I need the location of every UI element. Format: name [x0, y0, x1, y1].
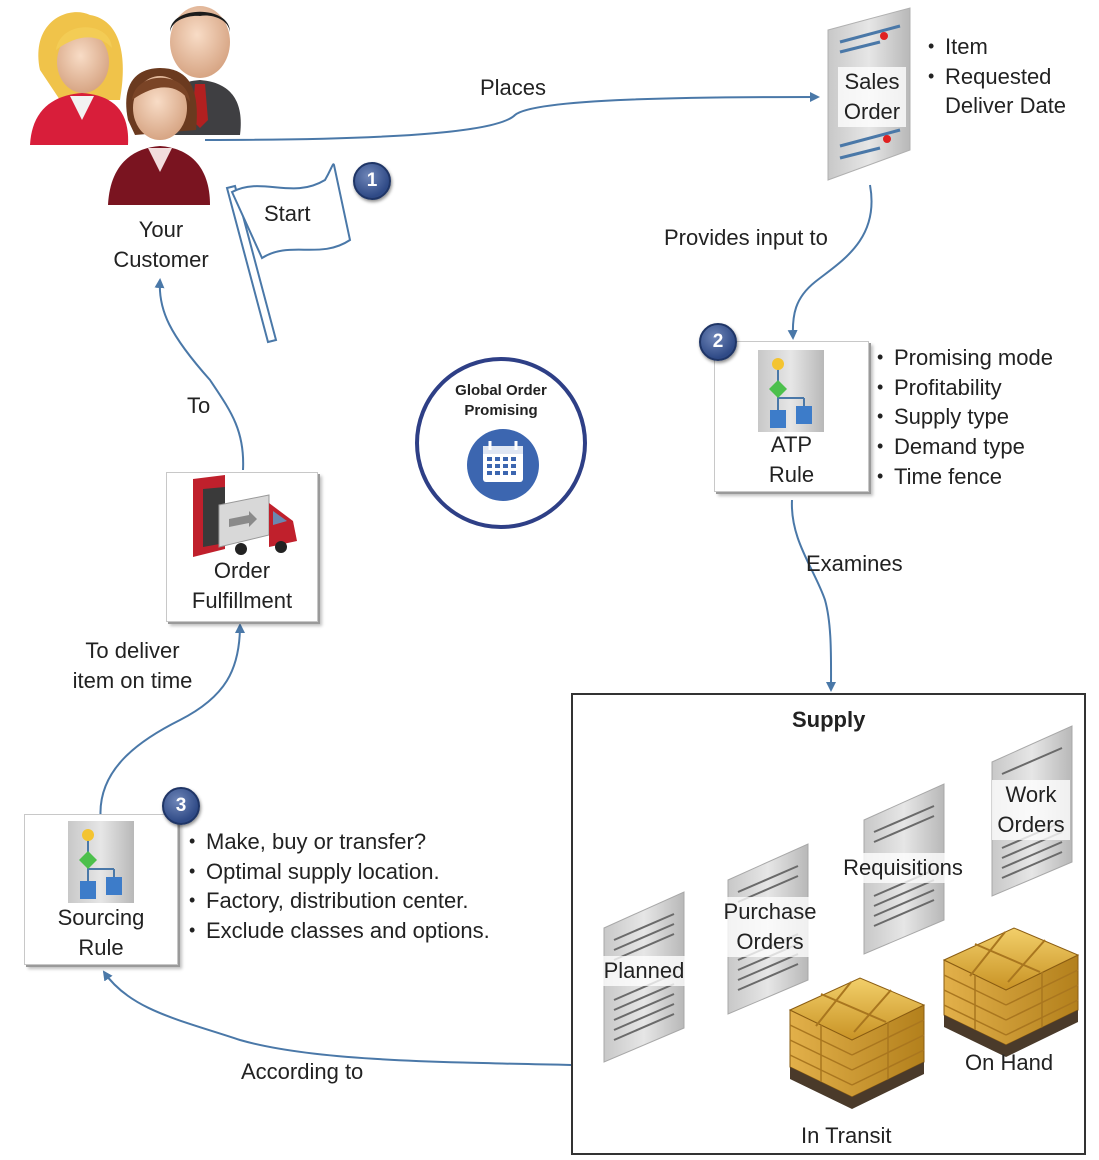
sales-order-bullet-continuation: Deliver Date	[945, 93, 1067, 118]
examines-label: Examines	[806, 551, 903, 576]
sourcing-rule-bullet: Factory, distribution center.	[189, 886, 490, 916]
start-flag-icon	[225, 163, 352, 344]
supply-container	[571, 693, 1086, 1155]
rule-flowchart-icon	[68, 821, 134, 903]
global-order-promising-badge	[415, 357, 587, 529]
to-deliver-label-line-1: To deliver	[85, 638, 180, 663]
gop-title-line-1: Global Order	[455, 382, 547, 399]
step-badge-1: 1	[353, 162, 391, 200]
according-to-label: According to	[241, 1059, 364, 1084]
sourcing-rule-bullet: Optimal supply location.	[189, 857, 490, 887]
to-deliver-arrow	[99, 623, 245, 823]
on-hand-pallet-icon	[942, 927, 1080, 1057]
rule-flowchart-icon	[758, 350, 824, 432]
order-fulfillment-label-line-1: Order	[213, 558, 271, 583]
sales-order-bullets: Item Requested	[928, 32, 1051, 91]
customer-group-icon	[30, 6, 241, 205]
purchase-orders-label-line-2: Orders	[736, 929, 804, 954]
step-badge-2: 2	[699, 323, 737, 361]
atp-rule-bullets: Promising mode Profitability Supply type…	[877, 343, 1053, 492]
sourcing-rule-bullet: Exclude classes and options.	[189, 916, 490, 946]
sales-order-label: Sales Order	[838, 67, 906, 127]
purchase-orders-label-line-1: Purchase	[723, 899, 817, 924]
to-deliver-label: To deliver item on time	[60, 636, 205, 696]
requisitions-label: Requisitions	[836, 853, 970, 883]
on-hand-label: On Hand	[965, 1050, 1054, 1075]
in-transit-label: In Transit	[801, 1123, 892, 1148]
customer-label-line-2: Customer	[113, 247, 209, 272]
order-fulfillment-label-line-2: Fulfillment	[191, 588, 293, 613]
sourcing-rule-label: Sourcing Rule	[25, 903, 177, 963]
customer-label: Your Customer	[96, 215, 226, 275]
order-fulfillment-box: Order Fulfillment	[166, 472, 318, 622]
sales-order-bullet: Item	[928, 32, 1051, 62]
global-order-promising-title: Global Order Promising	[423, 381, 579, 421]
supply-title: Supply	[792, 707, 866, 732]
sourcing-rule-box: Sourcing Rule	[24, 814, 178, 965]
sourcing-rule-label-line-2: Rule	[78, 935, 124, 960]
places-label: Places	[480, 75, 547, 100]
work-orders-label: Work Orders	[992, 780, 1070, 840]
atp-rule-box: ATP Rule	[714, 341, 869, 492]
work-orders-label-line-2: Orders	[997, 812, 1065, 837]
calendar-icon	[483, 441, 523, 482]
work-orders-label-line-1: Work	[1005, 782, 1057, 807]
step-badge-3: 3	[162, 787, 200, 825]
in-transit-pallet-icon	[788, 977, 926, 1109]
according-to-arrow	[102, 970, 572, 1066]
provides-input-arrow	[787, 184, 873, 340]
provides-input-label: Provides input to	[664, 225, 828, 250]
order-fulfillment-label: Order Fulfillment	[167, 556, 317, 616]
gop-title-line-2: Promising	[464, 402, 538, 419]
atp-rule-bullet: Demand type	[877, 432, 1053, 462]
atp-rule-bullet: Supply type	[877, 402, 1053, 432]
to-arrow	[154, 278, 245, 471]
atp-rule-bullet: Profitability	[877, 373, 1053, 403]
sourcing-rule-bullets: Make, buy or transfer? Optimal supply lo…	[189, 827, 490, 945]
to-label: To	[187, 393, 211, 418]
truck-icon	[193, 475, 297, 557]
examines-arrow	[790, 499, 837, 692]
atp-rule-label-line-2: Rule	[768, 462, 815, 487]
atp-rule-label: ATP Rule	[715, 430, 868, 490]
sourcing-rule-bullet: Make, buy or transfer?	[189, 827, 490, 857]
sales-order-label-line-2: Order	[843, 99, 901, 124]
start-label: Start	[264, 201, 311, 226]
sales-order-label-line-1: Sales	[844, 69, 900, 94]
sourcing-rule-label-line-1: Sourcing	[57, 905, 145, 930]
to-deliver-label-line-2: item on time	[72, 668, 193, 693]
places-arrow	[204, 92, 820, 141]
customer-label-line-1: Your	[138, 217, 184, 242]
planned-label: Planned	[600, 956, 688, 986]
atp-rule-label-line-1: ATP	[770, 432, 813, 457]
purchase-orders-label: Purchase Orders	[717, 897, 823, 957]
sales-order-bullet: Requested	[928, 62, 1051, 92]
atp-rule-bullet: Time fence	[877, 462, 1053, 492]
atp-rule-bullet: Promising mode	[877, 343, 1053, 373]
